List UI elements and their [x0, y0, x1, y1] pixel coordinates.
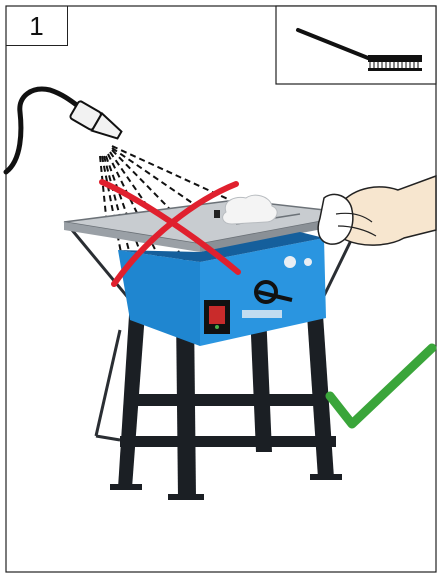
- step-number: 1: [6, 6, 68, 46]
- approved-checkmark-icon: [330, 348, 432, 424]
- hand-with-cloth-icon: [318, 176, 436, 245]
- sawdust-pile: [223, 195, 278, 224]
- wire-brush-icon: [276, 6, 436, 84]
- saw-housing: [118, 232, 326, 346]
